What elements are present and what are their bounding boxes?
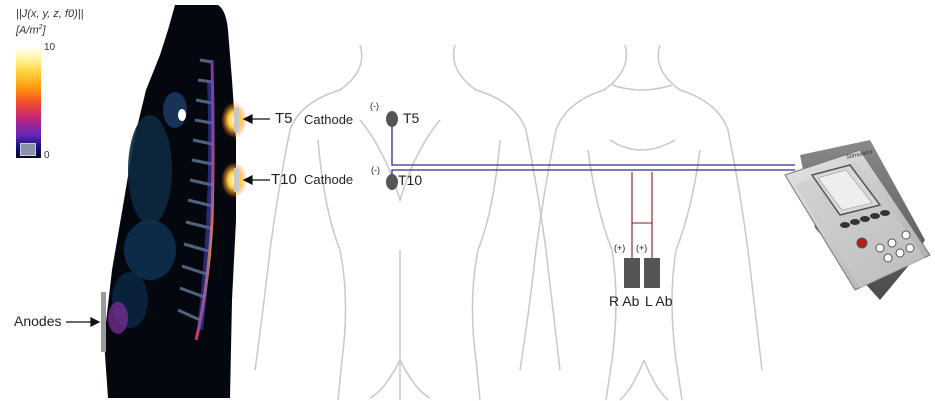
back-torso-outline (255, 45, 560, 400)
t10-cathode-label: Cathode (304, 172, 353, 187)
mri-anodes-label: Anodes (14, 313, 61, 329)
left-anode-electrode (644, 258, 660, 288)
t5-polarity-label: (-) (370, 101, 379, 111)
mri-anode-electrode (101, 292, 106, 352)
stimulator-device (785, 140, 930, 300)
right-anode-polarity: (+) (614, 243, 625, 253)
t5-cathode-label: Cathode (304, 112, 353, 127)
mri-abdomen-organ (124, 220, 176, 280)
cathode-wires (392, 120, 795, 185)
mri-t5-label: T5 (275, 110, 293, 127)
mri-t5-electrode (234, 108, 239, 132)
device-power-button (857, 238, 867, 248)
t10-polarity-label: (-) (371, 165, 380, 175)
mri-t10-electrode (234, 168, 239, 192)
left-anode-polarity: (+) (636, 243, 647, 253)
t10-electrode-label: T10 (398, 172, 422, 188)
mri-anode-spot (108, 302, 128, 334)
mri-torso-organ (128, 115, 172, 225)
left-anode-label: L Ab (645, 293, 673, 309)
mri-t10-label: T10 (271, 171, 297, 188)
mri-bright-spot (178, 109, 186, 121)
mri-body-silhouette (104, 5, 236, 398)
t5-cathode-electrode (386, 111, 398, 127)
t10-cathode-electrode (386, 174, 398, 190)
right-anode-label: R Ab (609, 293, 639, 309)
mri-sagittal-panel (66, 5, 270, 398)
right-anode-electrode (624, 258, 640, 288)
t5-electrode-label: T5 (403, 110, 419, 126)
